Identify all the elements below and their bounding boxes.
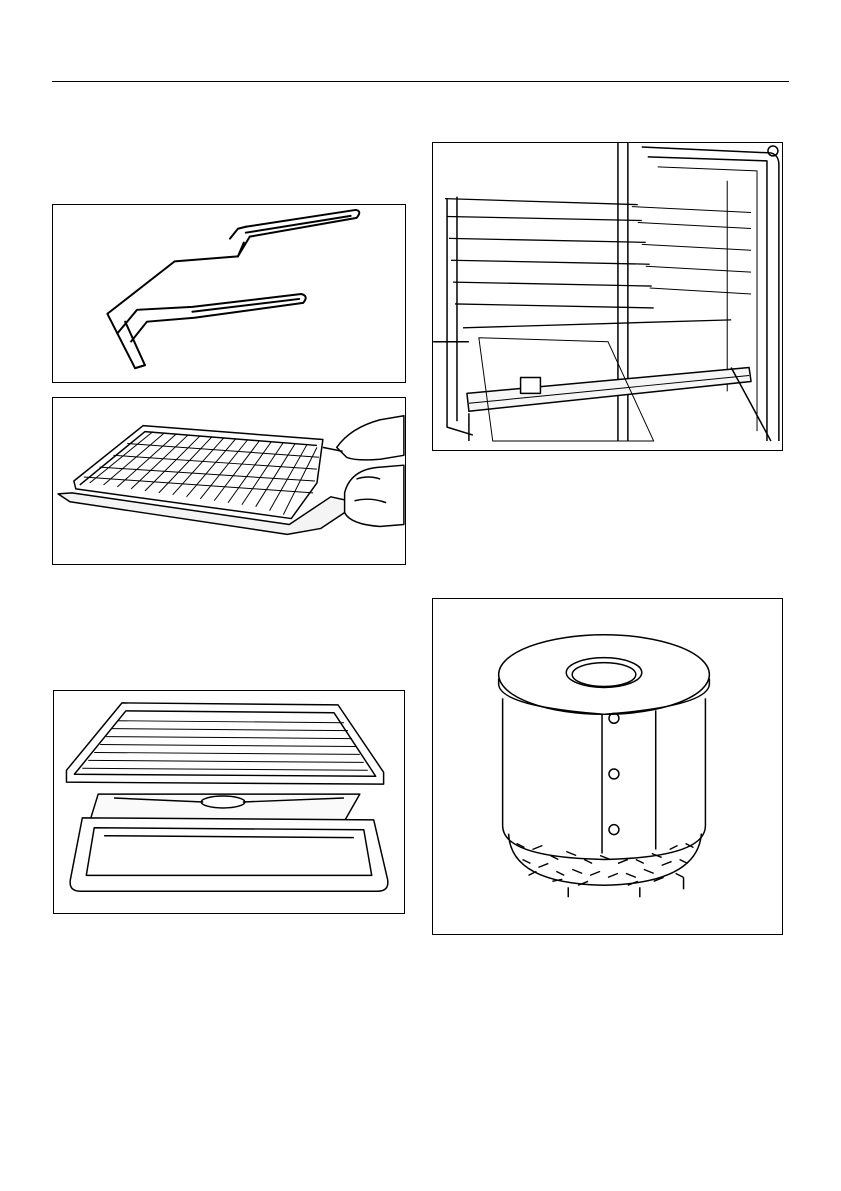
tray-handles-icon [53,205,405,382]
figure-tray-handles [52,204,406,383]
figure-oven-interior [432,142,783,451]
smoker-box-cylinder-icon [433,599,782,934]
oven-interior-icon [433,143,782,450]
figure-rack-on-tray [52,397,406,565]
rack-tray-pan-icon [54,691,404,913]
figure-cylinder [432,598,783,935]
rack-on-tray-icon [53,398,405,564]
header-rule [52,81,789,82]
figure-rack-tray-pan [53,690,405,914]
